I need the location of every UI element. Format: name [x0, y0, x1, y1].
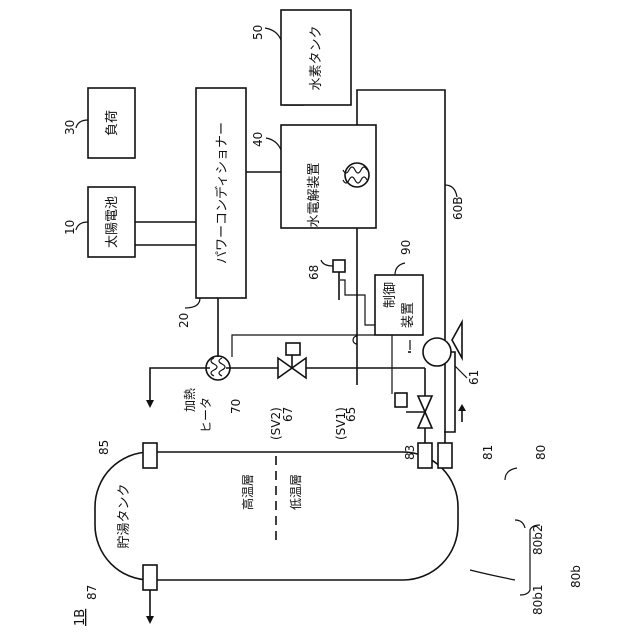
high-layer-label: 高温層	[240, 474, 255, 510]
ref-87: 87	[85, 585, 99, 600]
pump-icon	[423, 338, 451, 366]
low-layer-label: 低温層	[289, 474, 303, 510]
leader-60b	[445, 185, 457, 197]
arrow-from-87	[146, 616, 154, 624]
ref-85: 85	[97, 440, 111, 455]
port-87	[143, 565, 157, 590]
ref-10: 10	[63, 220, 77, 235]
leader-40	[266, 138, 281, 150]
sv1-valve-icon	[418, 396, 432, 412]
ref-83: 83	[403, 445, 417, 460]
sv1-valve-icon-b	[418, 412, 432, 428]
leader-68	[321, 260, 333, 266]
ref-40: 40	[251, 132, 265, 147]
pipe-heater-85	[150, 368, 210, 400]
sv1-actuator	[395, 393, 407, 407]
tank-label: 貯湯タンク	[117, 483, 132, 548]
ref-80: 80	[534, 445, 548, 460]
pcs-label: パワーコンディショナー	[214, 122, 230, 264]
ref-90: 90	[399, 240, 413, 255]
leader-50	[265, 28, 281, 40]
figure-label: 1B	[73, 609, 88, 626]
ref-68: 68	[307, 265, 321, 280]
leader-10	[76, 222, 88, 230]
electrolyzer-box	[281, 125, 376, 228]
port-85	[143, 443, 157, 468]
ref-sv1: (SV1)	[334, 407, 348, 440]
heater-label-1: 加熱	[183, 388, 197, 412]
arrow-to-85	[146, 400, 154, 408]
heater-label-2: ヒータ	[199, 397, 213, 433]
heater-coil	[211, 358, 225, 376]
signal-68	[340, 280, 376, 325]
leader-80	[505, 468, 517, 480]
ref-80b1: 80b1	[531, 584, 545, 615]
leader-80b2	[515, 520, 525, 528]
leader-30	[76, 120, 88, 128]
solar-label: 太陽電池	[105, 196, 120, 248]
port-81	[438, 443, 452, 468]
ref-70: 70	[229, 399, 243, 414]
leader-80b1	[470, 570, 515, 580]
leader-20	[185, 298, 200, 308]
controller-label-1: 制御	[383, 282, 398, 308]
sv2-valve-icon	[278, 358, 292, 378]
ref-20: 20	[177, 313, 191, 328]
load-label: 負荷	[105, 110, 120, 136]
port-83	[418, 443, 432, 468]
ref-50: 50	[251, 25, 265, 40]
sv2-actuator	[286, 343, 300, 355]
leader-90	[395, 263, 405, 275]
ref-80b2: 80b2	[531, 524, 545, 555]
flow-arrow-81-head	[458, 404, 466, 411]
ref-60b: 60B	[451, 196, 465, 220]
sv2-valve-icon-b	[292, 358, 306, 378]
sensor-68-icon	[333, 260, 345, 272]
electrolyzer-label: 水電解装置	[307, 162, 322, 227]
ref-80b: 80b	[569, 565, 583, 588]
ref-61: 61	[467, 370, 481, 385]
signal-90-sv1	[378, 330, 392, 394]
ref-81: 81	[481, 445, 495, 460]
controller-label-2: 装置	[401, 302, 416, 328]
ref-67: 67	[281, 407, 295, 422]
leader-61	[455, 366, 467, 378]
ref-sv2: (SV2)	[269, 407, 283, 440]
h2tank-label: 水素タンク	[309, 25, 324, 90]
ref-30: 30	[63, 120, 77, 135]
